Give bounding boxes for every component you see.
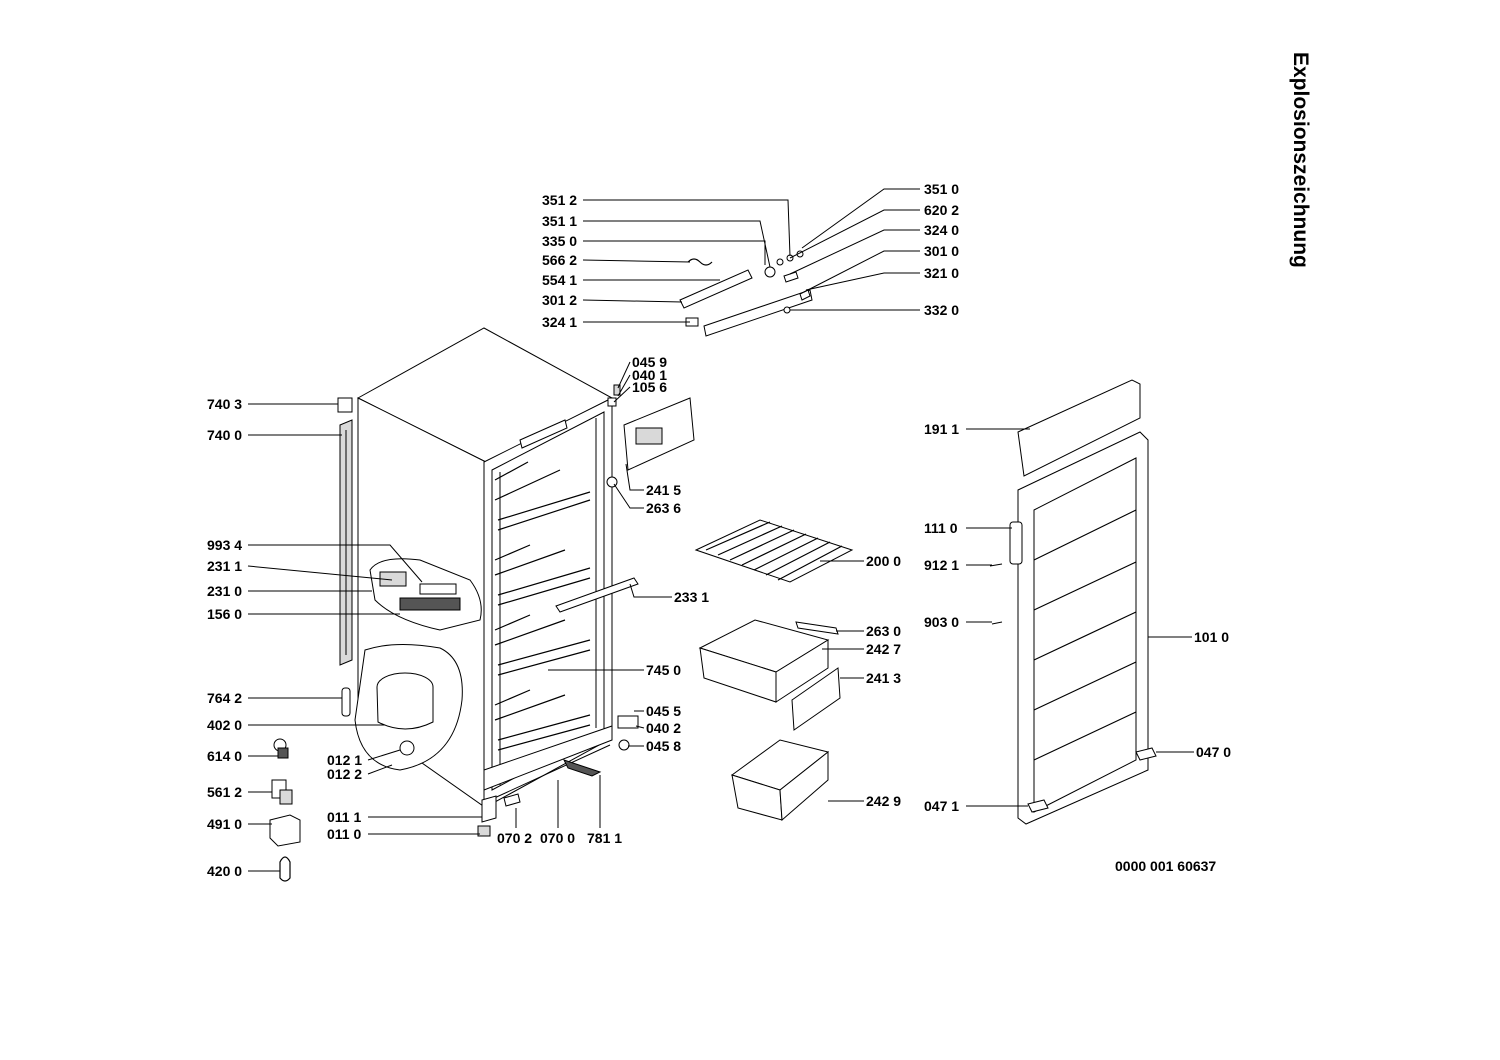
part-label-012-2: 012 2: [327, 766, 362, 782]
wire-shelf: [694, 519, 854, 583]
side-hinge-strip: [337, 397, 353, 666]
part-label-903-0: 903 0: [924, 614, 959, 630]
drawer-flap: [791, 667, 841, 731]
part-label-402-0: 402 0: [207, 717, 242, 733]
part-label-231-1: 231 1: [207, 558, 242, 574]
part-label-011-0: 011 0: [327, 826, 361, 842]
part-label-335-0: 335 0: [542, 233, 577, 249]
part-label-332-0: 332 0: [924, 302, 959, 318]
loose-bar: [555, 577, 639, 613]
part-label-156-0: 156 0: [207, 606, 242, 622]
part-label-554-1: 554 1: [542, 272, 577, 288]
leader-line: [582, 259, 691, 263]
part-label-040-1: 040 1: [632, 367, 667, 383]
door: [989, 379, 1157, 825]
part-label-233-1: 233 1: [674, 589, 709, 605]
leader-line: [583, 199, 791, 257]
leader-line: [367, 749, 401, 761]
freezer-grids: [494, 461, 591, 751]
part-label-764-2: 764 2: [207, 690, 242, 706]
part-label-045-8: 045 8: [646, 738, 681, 754]
part-label-047-1: 047 1: [924, 798, 959, 814]
leader-line: [617, 374, 631, 397]
part-label-614-0: 614 0: [207, 748, 242, 764]
part-label-351-0: 351 0: [924, 181, 959, 197]
part-label-242-7: 242 7: [866, 641, 901, 657]
leader-line: [789, 209, 920, 259]
diagram-title: Explosionszeichnung: [1289, 52, 1312, 268]
part-label-351-2: 351 2: [542, 192, 577, 208]
drawer-lower: [730, 739, 830, 822]
part-label-070-0: 070 0: [540, 830, 575, 846]
part-label-745-0: 745 0: [646, 662, 681, 678]
part-label-241-3: 241 3: [866, 670, 901, 686]
part-label-263-0: 263 0: [866, 623, 901, 639]
part-label-200-0: 200 0: [866, 553, 901, 569]
leader-line: [367, 764, 393, 775]
leader-line: [803, 250, 920, 293]
top-bar-assembly: [679, 250, 813, 337]
part-label-420-0: 420 0: [207, 863, 242, 879]
leader-line: [583, 220, 771, 268]
leader-line: [583, 240, 766, 265]
control-panel: [369, 558, 482, 631]
drawer-upper: [698, 619, 839, 703]
part-label-301-2: 301 2: [542, 292, 577, 308]
leader-line: [617, 361, 631, 389]
part-label-324-0: 324 0: [924, 222, 959, 238]
leader-line: [789, 229, 920, 275]
part-number-labels: 351 2 351 1 335 0 566 2 554 1 301 2 324 1 351 0…: [207, 181, 1231, 879]
part-label-351-1: 351 1: [542, 213, 577, 229]
part-label-045-5: 045 5: [646, 703, 681, 719]
part-label-324-1: 324 1: [542, 314, 577, 330]
leader-line: [805, 272, 920, 291]
part-label-263-6: 263 6: [646, 500, 681, 516]
leader-line: [635, 725, 645, 729]
leader-line: [625, 463, 644, 491]
part-label-241-5: 241 5: [646, 482, 681, 498]
part-label-781-1: 781 1: [587, 830, 622, 846]
part-label-111-0: 111 0: [924, 520, 958, 536]
part-label-321-0: 321 0: [924, 265, 959, 281]
part-label-047-0: 047 0: [1196, 744, 1231, 760]
part-label-231-0: 231 0: [207, 583, 242, 599]
part-label-561-2: 561 2: [207, 784, 242, 800]
leader-line: [801, 188, 920, 249]
part-label-912-1: 912 1: [924, 557, 959, 573]
part-label-740-3: 740 3: [207, 396, 242, 412]
part-label-242-9: 242 9: [866, 793, 901, 809]
bottom-hinge-parts: [617, 715, 639, 751]
part-label-740-0: 740 0: [207, 427, 242, 443]
part-label-105-6: 105 6: [632, 379, 667, 395]
leader-line: [247, 565, 393, 581]
part-label-011-1: 011 1: [327, 809, 361, 825]
drawing-number: 0000 001 60637: [1115, 858, 1216, 874]
leader-line: [613, 483, 644, 509]
part-label-012-1: 012 1: [327, 752, 362, 768]
loose-parts-left: [269, 687, 602, 882]
part-label-045-9: 045 9: [632, 354, 667, 370]
part-label-620-2: 620 2: [924, 202, 959, 218]
top-hinge-parts: [606, 384, 695, 488]
leader-line: [629, 583, 672, 598]
part-label-191-1: 191 1: [924, 421, 959, 437]
part-label-301-0: 301 0: [924, 243, 959, 259]
part-label-491-0: 491 0: [207, 816, 242, 832]
part-label-070-2: 070 2: [497, 830, 532, 846]
part-label-566-2: 566 2: [542, 252, 577, 268]
part-label-101-0: 101 0: [1194, 629, 1229, 645]
leader-line: [248, 544, 423, 583]
leader-line: [582, 299, 683, 303]
part-label-040-2: 040 2: [646, 720, 681, 736]
part-label-993-4: 993 4: [207, 537, 242, 553]
leader-line: [613, 386, 631, 403]
compressor: [354, 643, 463, 771]
